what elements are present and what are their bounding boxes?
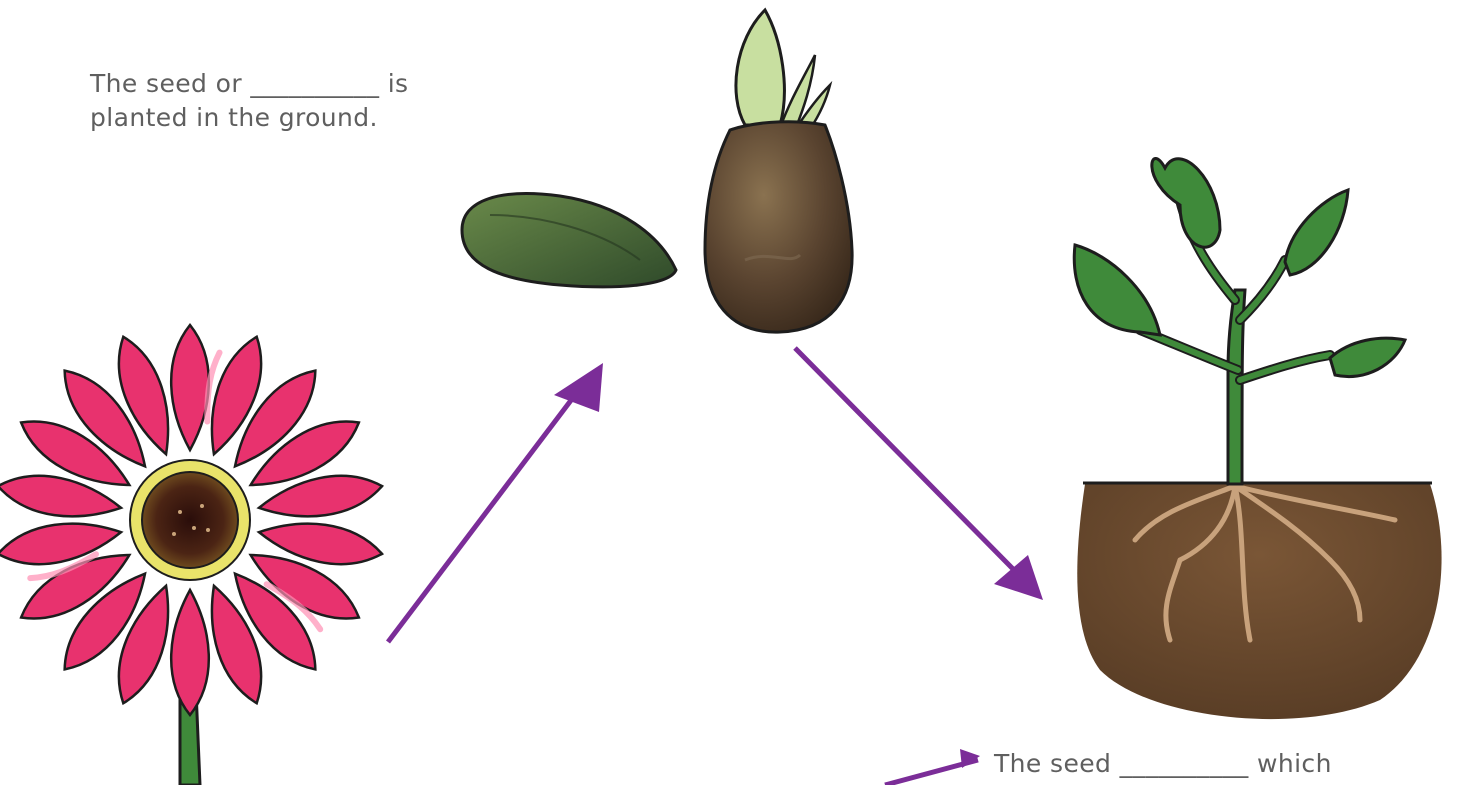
arrow-flower-to-seed [388,395,575,642]
arrow-head-bulb-to-seedling [994,555,1043,600]
seedling-illustration [1074,158,1441,719]
petal [171,325,209,450]
leaf [1330,338,1405,376]
flower-center [142,472,238,568]
bulb-sprout [736,10,784,125]
petal [171,590,209,715]
leaf [1152,158,1220,247]
flower-petals [0,325,385,715]
leaf [1285,190,1348,275]
arrow-bulb-to-seedling [795,348,1014,570]
flower-illustration [0,325,385,785]
cycle-arrows [388,348,1043,785]
seed-illustration [462,194,676,287]
bulb-illustration [705,10,852,332]
arrow-head-flower-to-seed [554,363,603,412]
leaf [1074,245,1160,335]
